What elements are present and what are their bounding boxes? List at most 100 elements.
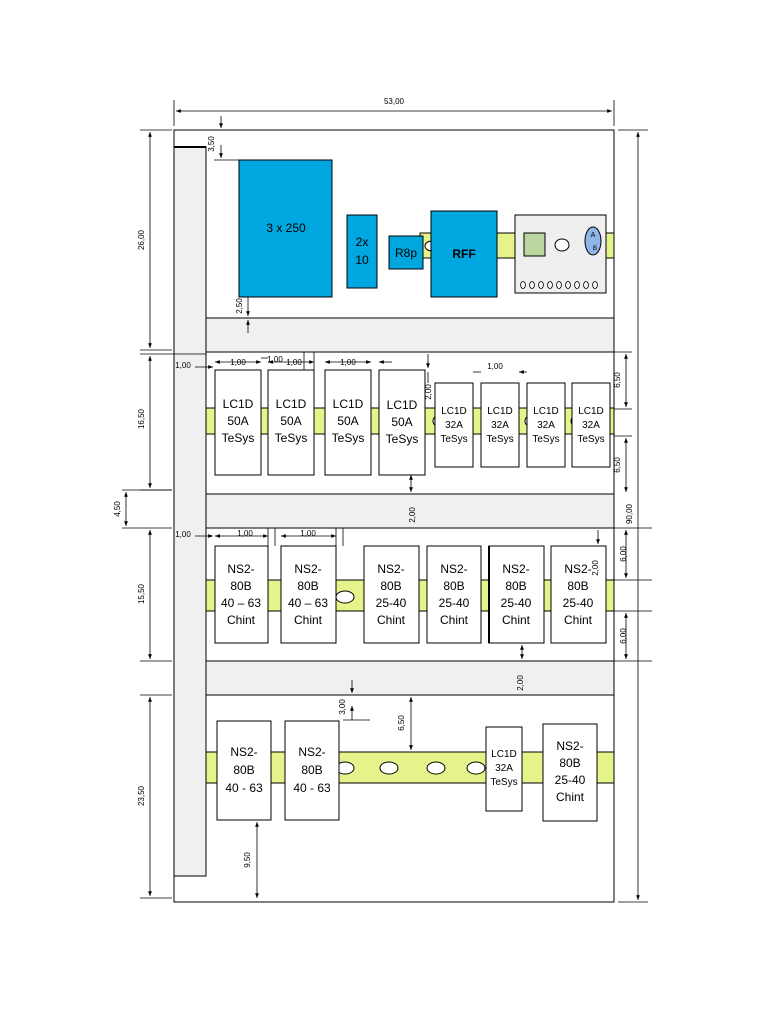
svg-text:32A: 32A	[495, 763, 513, 774]
dim-650-a: 6,50	[613, 372, 622, 388]
meter-selector-icon	[584, 226, 602, 256]
dim-left-offset-1: 1,00	[175, 361, 191, 370]
dim-650-b: 6,50	[613, 457, 622, 473]
svg-text:NS2-: NS2-	[298, 745, 325, 759]
svg-text:RFF: RFF	[452, 247, 475, 261]
svg-text:Chint: Chint	[377, 613, 406, 627]
svg-text:40 - 63: 40 - 63	[293, 781, 331, 795]
svg-text:TeSys: TeSys	[332, 431, 365, 445]
svg-text:80B: 80B	[230, 579, 251, 593]
breaker-ns2-25-40-4: NS2- 80B 25-40 Chint	[550, 545, 607, 644]
svg-text:TeSys: TeSys	[386, 432, 419, 446]
dim-width-total: 53,00	[384, 97, 405, 106]
dim-top-gap: 3,50	[207, 136, 216, 152]
svg-text:LC1D: LC1D	[276, 397, 307, 411]
breaker-2x10: 2x 10	[346, 214, 378, 289]
contactor-50a-2: LC1D 50A TeSys	[267, 369, 315, 476]
svg-text:25-40: 25-40	[501, 596, 532, 610]
dim-950: 9,50	[243, 852, 252, 868]
dim-left-offset-2: 1,00	[175, 530, 191, 539]
dimension-lines	[122, 100, 652, 903]
dim-spacing-1: 1,00	[230, 358, 246, 367]
filter-rff: RFF	[430, 210, 498, 298]
relay-r8p: R8p	[388, 235, 424, 270]
svg-text:80B: 80B	[505, 579, 526, 593]
svg-text:32A: 32A	[491, 420, 509, 431]
contactor-50a-4: LC1D 50A TeSys	[378, 369, 426, 476]
contactor-32a-1: LC1D 32A TeSys	[434, 382, 474, 468]
svg-text:80B: 80B	[233, 763, 254, 777]
svg-text:TeSys: TeSys	[532, 434, 559, 445]
svg-text:LC1D: LC1D	[223, 397, 254, 411]
dim-200-d: 2,00	[516, 675, 525, 691]
contactor-32a-row4: LC1D 32A TeSys	[485, 726, 523, 812]
wire-duct-2	[205, 493, 615, 529]
dim-spacing-4: 1,00	[340, 358, 356, 367]
breaker-ns2-40-63-1: NS2- 80B 40 – 63 Chint	[214, 545, 269, 644]
svg-text:Chint: Chint	[440, 613, 469, 627]
svg-text:50A: 50A	[337, 414, 358, 428]
dim-spacing-6: 1,00	[237, 529, 253, 538]
svg-text:25-40: 25-40	[376, 596, 407, 610]
svg-text:25-40: 25-40	[439, 596, 470, 610]
dim-spacing-2: 1,00	[267, 355, 283, 364]
svg-text:25-40: 25-40	[563, 596, 594, 610]
svg-text:B: B	[593, 246, 597, 252]
dim-sec4: 23,50	[137, 785, 146, 806]
svg-text:TeSys: TeSys	[222, 431, 255, 445]
svg-text:Chint: Chint	[502, 613, 531, 627]
svg-text:NS2-: NS2-	[230, 745, 257, 759]
svg-text:80B: 80B	[301, 763, 322, 777]
svg-text:NS2-: NS2-	[440, 562, 467, 576]
dim-gap1: 4,50	[113, 501, 122, 517]
breaker-ns2-25-40-3: NS2- 80B 25-40 Chint	[488, 545, 545, 644]
dim-200-b: 2,00	[408, 507, 417, 523]
svg-text:R8p: R8p	[395, 246, 417, 260]
wire-duct-vertical	[173, 146, 207, 877]
svg-text:NS2-: NS2-	[294, 562, 321, 576]
svg-text:40 - 63: 40 - 63	[225, 781, 263, 795]
dim-sec1: 26,00	[137, 229, 146, 250]
svg-text:LC1D: LC1D	[333, 397, 364, 411]
svg-text:32A: 32A	[445, 420, 463, 431]
svg-text:80B: 80B	[559, 756, 580, 770]
svg-text:A: A	[591, 232, 596, 239]
wire-duct-3	[205, 660, 615, 696]
svg-text:TeSys: TeSys	[577, 434, 604, 445]
wire-duct-1	[205, 317, 615, 353]
breaker-ns2-40-63-2: NS2- 80B 40 – 63 Chint	[280, 545, 337, 644]
breaker-ns2-25-40-row4: NS2- 80B 25-40 Chint	[542, 723, 598, 822]
svg-text:80B: 80B	[297, 579, 318, 593]
svg-text:LC1D: LC1D	[491, 749, 517, 760]
svg-text:50A: 50A	[227, 414, 248, 428]
dim-spacing-7: 1,00	[300, 529, 316, 538]
svg-text:10: 10	[355, 253, 369, 267]
dim-200-a: 2,00	[424, 384, 433, 400]
dim-bottom-gap: 2,50	[235, 298, 244, 314]
svg-text:32A: 32A	[537, 420, 555, 431]
contactor-32a-4: LC1D 32A TeSys	[571, 382, 611, 468]
svg-text:Chint: Chint	[556, 790, 585, 804]
breaker-ns2-40-63-row4-2: NS2- 80B 40 - 63	[284, 720, 340, 821]
svg-text:NS2-: NS2-	[564, 562, 591, 576]
svg-text:NS2-: NS2-	[502, 562, 529, 576]
dim-sec2: 16,50	[137, 408, 146, 429]
svg-text:80B: 80B	[567, 579, 588, 593]
svg-text:50A: 50A	[280, 414, 301, 428]
svg-text:80B: 80B	[380, 579, 401, 593]
energy-meter: A B	[514, 214, 607, 294]
dim-300: 3,00	[338, 699, 347, 715]
dim-600-a: 6,00	[619, 546, 628, 562]
breaker-ns2-25-40-2: NS2- 80B 25-40 Chint	[426, 545, 482, 644]
dim-spacing-5: 1,00	[487, 362, 503, 371]
svg-text:Chint: Chint	[564, 613, 593, 627]
svg-text:50A: 50A	[391, 415, 412, 429]
svg-text:3 x 250: 3 x 250	[266, 221, 306, 235]
svg-text:LC1D: LC1D	[578, 406, 604, 417]
svg-text:NS2-: NS2-	[377, 562, 404, 576]
svg-text:40 – 63: 40 – 63	[288, 596, 328, 610]
contactor-50a-1: LC1D 50A TeSys	[214, 369, 262, 476]
svg-text:40 – 63: 40 – 63	[221, 596, 261, 610]
svg-text:Chint: Chint	[227, 613, 256, 627]
